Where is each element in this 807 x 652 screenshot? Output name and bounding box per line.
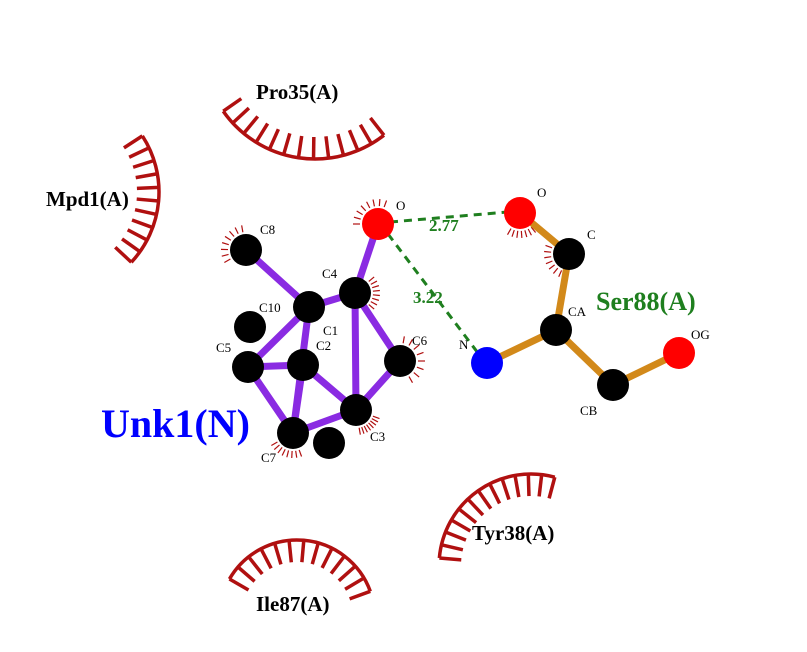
label-res-cb: CB [580,403,598,418]
residue-label-tyr38: Tyr38(A) [472,521,554,545]
bond-c4-c3 [351,289,360,414]
hydrophobic-contacts [114,97,557,601]
residue-atom-labels: O C CA N CB OG [459,185,710,418]
label-res-c: C [587,227,596,242]
label-c1: C1 [323,323,338,338]
arc-mpd1 [114,134,161,264]
atom-ligand-c3 [340,394,372,426]
label-c3: C3 [370,429,385,444]
label-lig-o: O [396,198,405,213]
arc-pro35 [221,97,386,161]
label-res-n: N [459,337,469,352]
label-c5: C5 [216,340,231,355]
spokes-c7 [271,441,303,458]
atom-res-c [553,238,585,270]
label-res-ca: CA [568,304,587,319]
label-c8: C8 [260,222,275,237]
atom-res-o [504,197,536,229]
atoms [230,197,695,459]
atom-contact-spokes [220,199,567,458]
residue-label-pro35: Pro35(A) [256,80,338,104]
ligand-name: Unk1(N) [101,401,250,446]
atom-ligand-c4 [339,277,371,309]
label-c6: C6 [412,333,428,348]
hbond-distance-1: 2.77 [429,216,459,235]
atom-ligand-c2 [287,349,319,381]
atom-res-cb [597,369,629,401]
residue-label-mpd1: Mpd1(A) [46,187,129,211]
atom-res-n [471,347,503,379]
residue-label-ile87: Ile87(A) [256,592,329,616]
hbond-residue-name: Ser88(A) [596,287,696,316]
atom-ligand-c10b [234,311,266,343]
atom-ligand-c7 [277,417,309,449]
atom-ligand-c10 [293,291,325,323]
label-c7: C7 [261,450,277,465]
spokes-c6 [402,336,425,383]
atom-res-ca [540,314,572,346]
spokes-lig-o [353,199,388,225]
atom-ligand-c8 [230,234,262,266]
atom-ligand-c7b [313,427,345,459]
spokes-c4 [368,276,380,310]
arc-ile87 [227,538,372,601]
spokes-c8 [220,225,244,264]
spokes-c3 [358,415,380,435]
label-c2: C2 [316,338,331,353]
label-c4: C4 [322,266,338,281]
hydrogen-bonds [386,210,509,354]
atom-ligand-c5 [232,351,264,383]
label-res-o: O [537,185,546,200]
arc-tyr38 [437,472,557,562]
label-res-og: OG [691,327,710,342]
label-c10: C10 [259,300,281,315]
ligand-atom-labels: O C8 C4 C10 C1 C2 C5 C6 C3 C7 [216,198,428,465]
atom-ligand-c6 [384,345,416,377]
atom-res-og [663,337,695,369]
hbond-o-o [389,210,509,224]
atom-ligand-o [362,208,394,240]
hbond-distance-2: 3.22 [413,288,443,307]
hbond-o-n [386,233,480,354]
